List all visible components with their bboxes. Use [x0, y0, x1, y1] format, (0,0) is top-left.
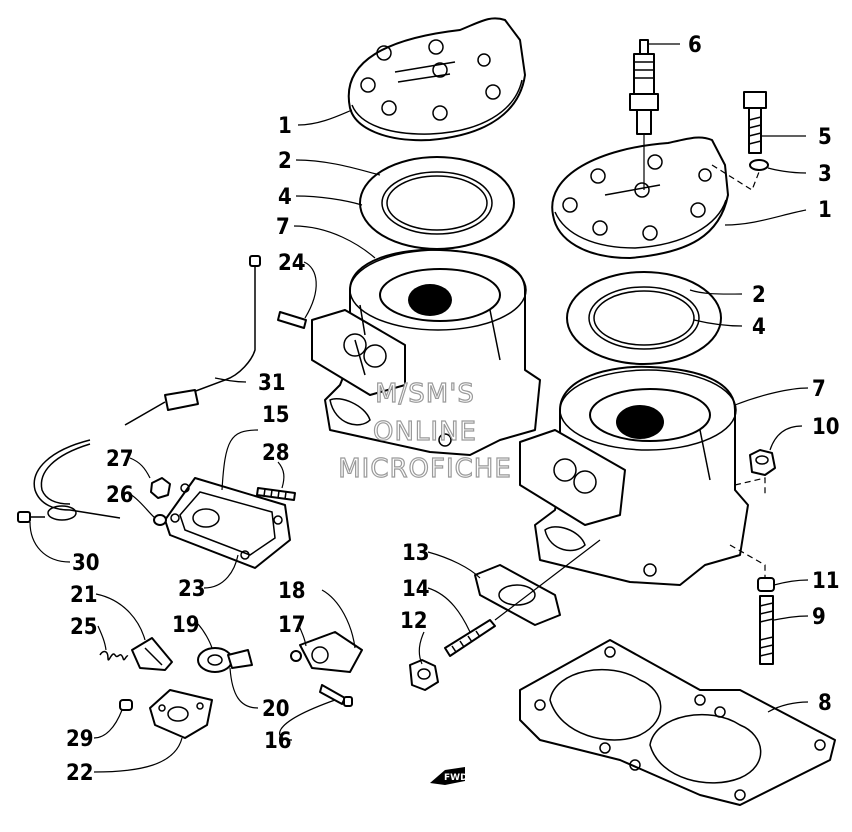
- callout-2: 2: [752, 283, 766, 308]
- valve-spring: [99, 650, 129, 661]
- callout-20: 20: [262, 697, 290, 722]
- head-bolt: [743, 91, 767, 154]
- watermark: M/SM'S ONLINE MICROFICHE: [338, 378, 512, 484]
- callout-29: 29: [66, 727, 94, 752]
- callout-18: 18: [278, 579, 306, 604]
- watermark-line-2: ONLINE: [373, 417, 477, 447]
- cylinder-head-right: [551, 136, 729, 259]
- flange-nut: [749, 449, 776, 476]
- washer: [749, 159, 769, 171]
- cylinder-head-left: [347, 17, 526, 142]
- callout-12: 12: [400, 609, 428, 634]
- callout-21: 21: [70, 583, 98, 608]
- small-screw: [119, 699, 133, 711]
- callout-8: 8: [818, 691, 832, 716]
- callout-9: 9: [812, 605, 826, 630]
- callout-11: 11: [812, 569, 840, 594]
- exhaust-valve-cable: [33, 255, 261, 521]
- spark-plug: [629, 39, 659, 135]
- cover-washer: [153, 514, 167, 526]
- callout-30: 30: [72, 551, 100, 576]
- callout-14: 14: [402, 577, 430, 602]
- callout-7: 7: [812, 377, 826, 402]
- callout-13: 13: [402, 541, 430, 566]
- callout-1: 1: [818, 198, 832, 223]
- callout-10: 10: [812, 415, 840, 440]
- watermark-line-3: MICROFICHE: [338, 454, 512, 484]
- callout-17: 17: [278, 613, 306, 638]
- callout-16: 16: [264, 729, 292, 754]
- callout-5: 5: [818, 125, 832, 150]
- cylinder-right: [519, 365, 749, 586]
- stud-nut: [757, 577, 775, 592]
- valve-cap: [197, 647, 253, 673]
- housing-bolt: [319, 684, 353, 707]
- callout-4: 4: [752, 315, 766, 340]
- callout-31: 31: [258, 371, 286, 396]
- exhaust-nut: [409, 659, 439, 691]
- leader-lines: [29, 43, 809, 773]
- cover-stud: [256, 487, 296, 501]
- callout-2: 2: [278, 149, 292, 174]
- forward-arrow-icon: FWD: [430, 767, 468, 785]
- callout-22: 22: [66, 761, 94, 786]
- pin: [277, 311, 307, 329]
- callout-labels: 1 2 4 7 6 5 3 1 24 2 4 31 15 7 10 28 27 …: [66, 33, 840, 786]
- valve-housing: [290, 631, 363, 673]
- cover-nut: [150, 477, 171, 499]
- callout-25: 25: [70, 615, 98, 640]
- callout-4: 4: [278, 185, 292, 210]
- exhaust-gasket: [474, 564, 561, 626]
- watermark-line-1: M/SM'S: [375, 379, 475, 409]
- callout-19: 19: [172, 613, 200, 638]
- exhaust-stud: [444, 539, 601, 657]
- callout-15: 15: [262, 403, 290, 428]
- callout-26: 26: [106, 483, 134, 508]
- callout-23: 23: [178, 577, 206, 602]
- cable-screw: [17, 511, 45, 523]
- stud: [759, 595, 774, 665]
- callout-3: 3: [818, 162, 832, 187]
- callout-24: 24: [278, 251, 306, 276]
- head-gasket-right: [566, 271, 722, 365]
- cylinder-left: [311, 248, 541, 456]
- base-gasket: [519, 639, 836, 806]
- callout-7: 7: [276, 215, 290, 240]
- valve-blade: [131, 637, 173, 671]
- callout-1: 1: [278, 114, 292, 139]
- valve-cover: [164, 477, 291, 569]
- callout-28: 28: [262, 441, 290, 466]
- callout-27: 27: [106, 447, 134, 472]
- callout-6: 6: [688, 33, 702, 58]
- valve-gasket: [149, 689, 213, 739]
- head-gasket-left: [359, 156, 515, 250]
- svg-text:FWD: FWD: [444, 773, 468, 783]
